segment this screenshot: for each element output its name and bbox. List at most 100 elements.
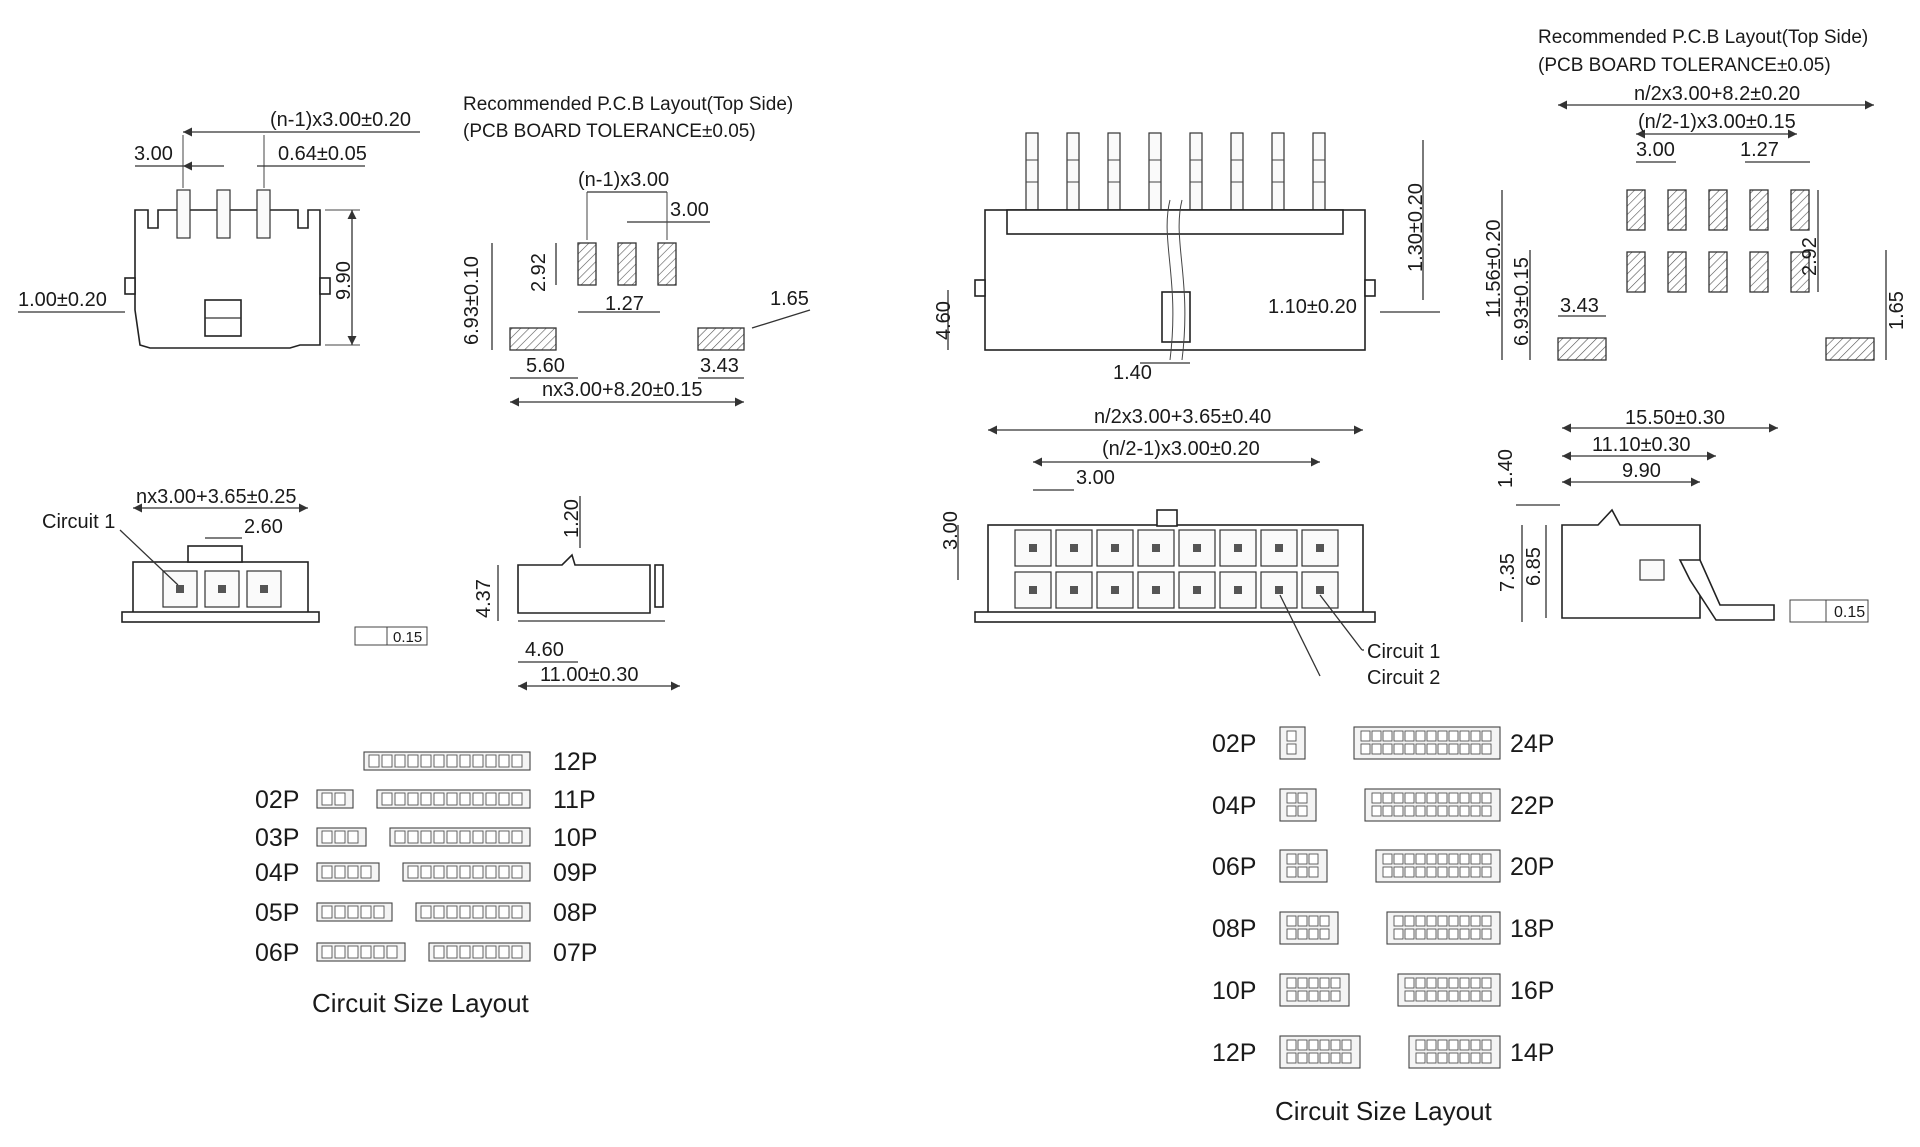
- mini-connector-cell: [1393, 730, 1404, 742]
- mini-connector-cell: [1393, 915, 1404, 927]
- mini-connector-cell: [1393, 792, 1404, 804]
- terminal-contact: [1193, 586, 1201, 594]
- terminal-cavity: [1055, 529, 1093, 567]
- mini-connector-cell: [1404, 928, 1415, 940]
- mini-connector-cell: [1393, 743, 1404, 755]
- dim-label: nx3.00+8.20±0.15: [542, 379, 703, 401]
- dim-label: 2.92: [528, 253, 550, 292]
- mini-connector-cell: [1286, 1052, 1297, 1064]
- mini-connector-cell: [459, 945, 471, 959]
- mini-connector-cell: [1448, 853, 1459, 865]
- mini-connector-cell: [1382, 730, 1393, 742]
- mini-connector-cell: [1360, 743, 1371, 755]
- mini-connector-cell: [1404, 853, 1415, 865]
- signal-pad: [1749, 189, 1769, 231]
- mini-connector-cell: [347, 945, 359, 959]
- mini-connector-cell: [511, 945, 523, 959]
- mini-connector-cell: [1437, 915, 1448, 927]
- mini-connector-cell: [1426, 743, 1437, 755]
- right-side-view: 1.30±0.20 1.10±0.20 4.60 1.40: [933, 132, 1440, 384]
- mini-connector-cell: [1393, 853, 1404, 865]
- mini-connector-cell: [1319, 915, 1330, 927]
- size-label: 16P: [1510, 977, 1554, 1005]
- dim-label: 9.90: [333, 261, 355, 300]
- mini-connector-cell: [459, 830, 471, 844]
- signal-pad: [1626, 251, 1646, 293]
- mini-connector-cell: [1393, 805, 1404, 817]
- mini-connector-cell: [1426, 990, 1437, 1002]
- mini-connector-cell: [1437, 866, 1448, 878]
- mini-connector-cell: [1308, 1039, 1319, 1051]
- mini-connector-cell: [360, 865, 372, 879]
- mini-connector-cell: [321, 792, 333, 806]
- mini-connector-cell: [1415, 928, 1426, 940]
- mini-connector-cell: [1481, 866, 1492, 878]
- mini-connector-cell: [446, 830, 458, 844]
- mini-connector-cell: [1371, 730, 1382, 742]
- dim-label: n/2x3.00+8.2±0.20: [1634, 83, 1800, 105]
- dim-label: 3.00: [134, 143, 173, 165]
- mini-connector-cell: [446, 945, 458, 959]
- terminal-cavity: [1260, 571, 1298, 609]
- dim-label: 2.60: [244, 516, 283, 538]
- mini-connector-cell: [420, 754, 432, 768]
- mini-connector-cell: [1297, 915, 1308, 927]
- dim-label: (n/2-1)x3.00±0.15: [1638, 111, 1796, 133]
- mini-connector-cell: [1437, 743, 1448, 755]
- mini-connector-cell: [1286, 915, 1297, 927]
- right-front-view: n/2x3.00+3.65±0.40 (n/2-1)x3.00±0.20 3.0…: [940, 406, 1440, 689]
- mini-connector-cell: [1286, 977, 1297, 989]
- dim-label: 1.00±0.20: [18, 289, 107, 311]
- mini-connector-cell: [1360, 730, 1371, 742]
- left-size-layout: 02P 03P 04P 05P 06P 12P 11P 10P 09P 08P …: [255, 748, 597, 1018]
- mini-connector-cell: [511, 754, 523, 768]
- mini-connector-cell: [511, 865, 523, 879]
- size-layout-caption: Circuit Size Layout: [1275, 1096, 1493, 1126]
- mini-connector-cell: [420, 905, 432, 919]
- mini-connector-cell: [407, 830, 419, 844]
- mini-connector-cell: [1459, 990, 1470, 1002]
- mini-connector-cell: [1415, 1039, 1426, 1051]
- terminal-contact: [1029, 586, 1037, 594]
- mini-connector-cell: [1459, 730, 1470, 742]
- mini-connector-cell: [1297, 1039, 1308, 1051]
- mini-connector-cell: [1371, 743, 1382, 755]
- mini-connector-cell: [407, 792, 419, 806]
- dim-label: 15.50±0.30: [1625, 407, 1725, 429]
- left-side-view: (n-1)x3.00±0.20 3.00 0.64±0.05 9.90 1.00…: [18, 109, 420, 349]
- pcb-subtitle: (PCB BOARD TOLERANCE±0.05): [463, 121, 756, 142]
- mini-connector-cell: [1382, 866, 1393, 878]
- mini-connector-cell: [1448, 1052, 1459, 1064]
- mini-connector-cell: [1481, 805, 1492, 817]
- mini-connector-cell: [1319, 928, 1330, 940]
- mini-connector-cell: [321, 905, 333, 919]
- mini-connector-cell: [420, 830, 432, 844]
- mini-connector-cell: [433, 754, 445, 768]
- mini-connector-cell: [1437, 1039, 1448, 1051]
- mini-connector-cell: [1415, 805, 1426, 817]
- dim-label: 11.10±0.30: [1592, 434, 1690, 456]
- mini-connector-cell: [459, 905, 471, 919]
- terminal-contact: [1234, 586, 1242, 594]
- mini-connector-cell: [511, 905, 523, 919]
- size-label: 24P: [1510, 730, 1554, 758]
- dim-label: (n/2-1)x3.00±0.20: [1102, 438, 1260, 460]
- dim-label: n/2x3.00+3.65±0.40: [1094, 406, 1271, 428]
- mini-connector-cell: [334, 792, 346, 806]
- dim-label: 1.65: [770, 288, 809, 310]
- mini-connector-cell: [334, 945, 346, 959]
- mini-connector-cell: [459, 792, 471, 806]
- mini-connector-cell: [1459, 928, 1470, 940]
- mini-connector-cell: [394, 754, 406, 768]
- mini-connector-cell: [1286, 1039, 1297, 1051]
- terminal-contact: [1234, 544, 1242, 552]
- mini-connector-cell: [1286, 866, 1297, 878]
- mini-connector-cell: [1308, 866, 1319, 878]
- left-pcb-layout: Recommended P.C.B Layout(Top Side) (PCB …: [461, 94, 811, 407]
- mini-connector-cell: [1426, 730, 1437, 742]
- terminal-contact: [1070, 544, 1078, 552]
- mini-connector-cell: [321, 945, 333, 959]
- mini-connector-cell: [1330, 990, 1341, 1002]
- signal-pad: [1626, 189, 1646, 231]
- mini-connector-cell: [1308, 853, 1319, 865]
